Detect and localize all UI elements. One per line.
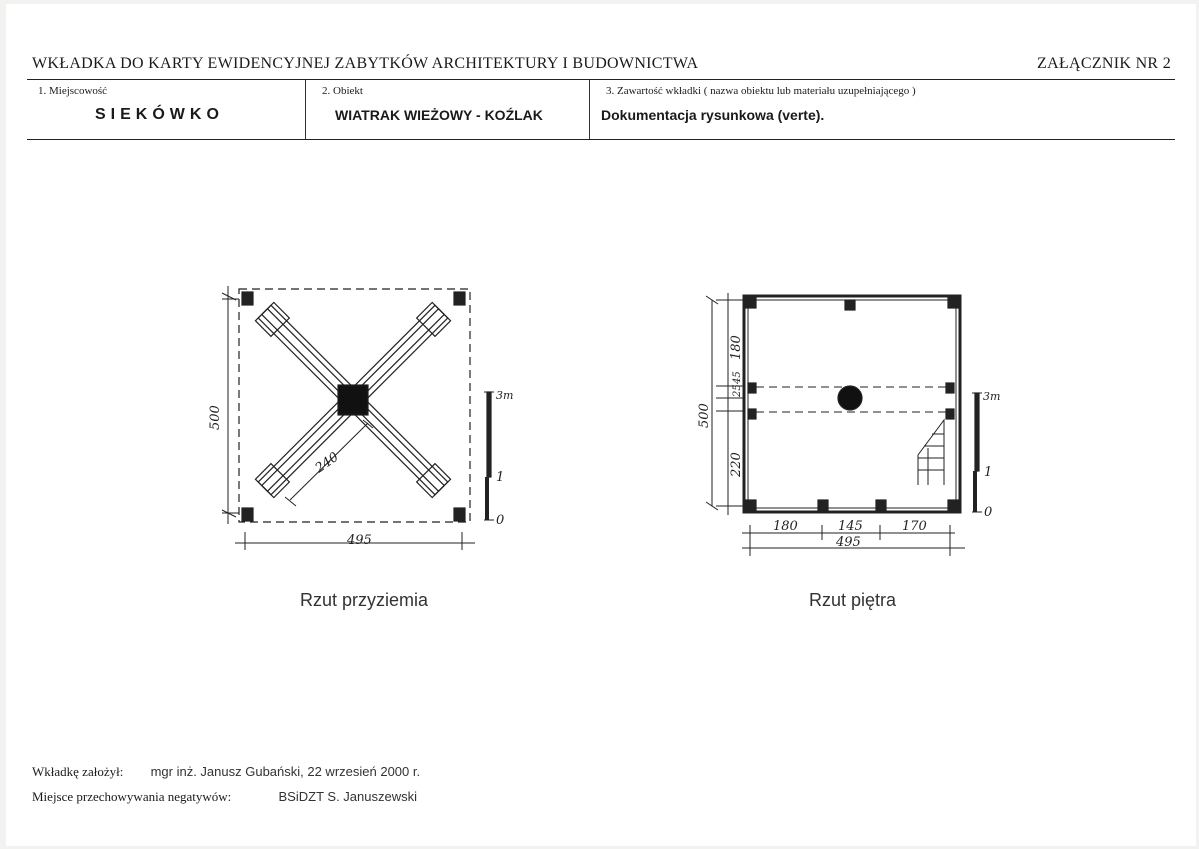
- corner-post: [453, 291, 466, 306]
- footer-author-row: Wkładkę założył: mgr inż. Janusz Gubańsk…: [32, 764, 420, 780]
- upper-scale-zero: 0: [984, 505, 992, 520]
- ground-width-dim: 495: [346, 533, 372, 548]
- ground-scale-zero: 0: [496, 513, 504, 528]
- upper-scale-mid: 1: [984, 465, 992, 480]
- upper-dim-width: 495: [835, 535, 861, 550]
- upper-scale-top: 3m: [983, 390, 1000, 403]
- upper-dim-mid-b: 45: [732, 371, 743, 385]
- upper-floor-walls: [742, 294, 962, 514]
- author-label: Wkładkę założył:: [32, 764, 124, 779]
- document-title: WKŁADKA DO KARTY EWIDENCYJNEJ ZABYTKÓW A…: [32, 55, 699, 72]
- upper-dim-center: 145: [838, 519, 863, 534]
- ground-floor-plan: [221, 286, 494, 550]
- negatives-value: BSiDZT S. Januszewski: [278, 789, 417, 804]
- header-top-rule: [27, 79, 1175, 80]
- locality-label: 1. Miejscowość: [38, 85, 108, 97]
- upper-dim-top: 180: [729, 335, 744, 360]
- ground-floor-caption: Rzut przyziemia: [300, 590, 429, 610]
- upper-floor-plan: [705, 293, 982, 556]
- upper-scale-bar: [972, 392, 982, 513]
- negatives-label: Miejsce przechowywania negatywów:: [32, 789, 232, 804]
- ground-scale-top: 3m: [496, 389, 513, 402]
- beam-dimension-line: [289, 422, 369, 501]
- ground-floor-outline: [238, 288, 471, 523]
- ground-scale-mid: 1: [496, 470, 504, 485]
- object-value: WIATRAK WIEŻOWY - KOŹLAK: [335, 107, 543, 123]
- corner-post: [241, 507, 254, 522]
- upper-dim-mid-a: 25: [732, 384, 743, 398]
- field-divider-2: [589, 80, 590, 139]
- stairs: [917, 418, 945, 485]
- corner-post: [453, 507, 466, 522]
- author-value: mgr inż. Janusz Gubański, 22 wrzesień 20…: [150, 764, 421, 779]
- document-sheet: [6, 4, 1196, 846]
- field-divider-1: [305, 80, 306, 139]
- cross-beams: [254, 301, 452, 499]
- upper-floor-caption: Rzut piętra: [809, 590, 897, 610]
- upper-dim-right: 170: [902, 519, 927, 534]
- contents-value: Dokumentacja rysunkowa (verte).: [601, 107, 825, 123]
- ground-height-dim: 500: [208, 405, 223, 430]
- upper-dim-left: 180: [773, 519, 798, 534]
- footer-negatives-row: Miejsce przechowywania negatywów: BSiDZT…: [32, 789, 417, 805]
- upper-dim-bottom: 220: [729, 452, 744, 478]
- upper-dim-height-total: 500: [697, 403, 712, 428]
- ground-scale-bar: [484, 391, 494, 521]
- contents-label: 3. Zawartość wkładki ( nazwa obiektu lub…: [606, 85, 916, 97]
- object-label: 2. Obiekt: [322, 85, 363, 97]
- locality-value: SIEKÓWKO: [95, 106, 224, 123]
- annex-number: ZAŁĄCZNIK NR 2: [1037, 55, 1171, 72]
- corner-post: [241, 291, 254, 306]
- header-bottom-rule: [27, 139, 1175, 140]
- central-post: [837, 385, 863, 411]
